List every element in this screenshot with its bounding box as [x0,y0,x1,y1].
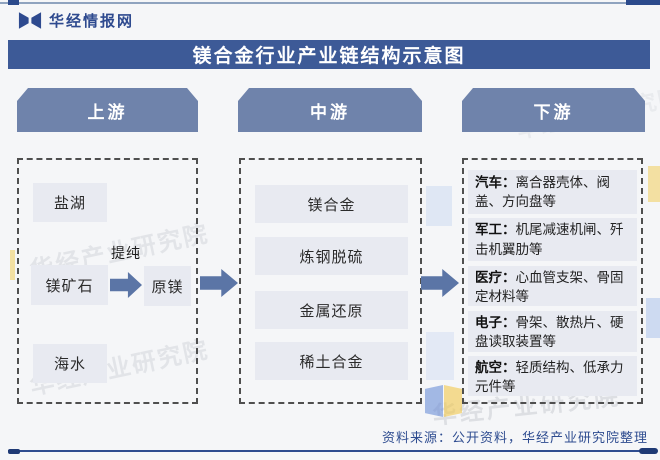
arrow-midstream-to-downstream-icon [421,269,459,297]
app-item-electronics-desc: 骨架、散热片、硬盘读取装置等 [475,315,624,350]
app-item-military-label: 军工： [475,222,516,238]
arrow-upstream-to-midstream-icon [200,269,238,297]
source-note: 资料来源：公开资料，华经产业研究院整理 [381,430,648,445]
watermark-book-blue-page [425,385,443,417]
node-magnesium-alloy: 镁合金 [255,185,408,223]
brand-name: 华经情报网 [49,13,135,30]
top-divider-line [0,2,660,4]
column-header-midstream-label: 中游 [310,102,350,122]
app-item-medical-desc: 心血管支架、骨固定材料等 [475,270,624,305]
node-steel-desulfurization: 炼钢脱硫 [255,237,408,275]
bottom-divider-cap-left [8,449,20,454]
upstream-panel [17,158,198,404]
column-header-upstream-label: 上游 [87,102,128,122]
page-title: 镁合金行业产业链结构示意图 [192,46,466,67]
bottom-divider-line [8,450,652,452]
brand-lockup: 华经情报网 [18,10,134,31]
watermark-fragment [426,332,454,380]
column-header-upstream: 上游 [17,88,198,132]
app-item-automotive: 汽车：离合器壳体、阀盖、方向盘等 [468,170,637,214]
app-item-military: 军工：机尾减速机闸、歼击机翼肋等 [468,218,637,261]
node-rare-earth-alloy: 稀土合金 [255,342,408,380]
app-item-aerospace-desc: 轻质结构、低承力元件等 [475,360,624,395]
app-item-medical: 医疗：心血管支架、骨固定材料等 [468,266,637,306]
column-header-downstream-label: 下游 [533,102,574,122]
app-item-electronics-label: 电子： [475,315,516,330]
app-item-electronics: 电子：骨架、散热片、硬盘读取装置等 [468,311,637,352]
top-divider-cap-left [8,0,19,5]
watermark-book-icon [425,383,463,419]
node-seawater: 海水 [33,344,107,383]
node-salt-lake: 盐湖 [33,183,107,222]
watermark-fragment [646,298,660,338]
node-magnesium-ore: 镁矿石 [31,265,108,305]
column-header-downstream: 下游 [462,88,645,132]
node-primary-magnesium: 原镁 [144,266,191,306]
watermark-fragment [648,166,660,202]
app-item-aerospace: 航空：轻质结构、低承力元件等 [468,356,637,396]
brand-logo-icon [18,12,42,29]
downstream-panel [462,158,643,404]
watermark-fragment [10,250,15,280]
app-item-automotive-desc: 离合器壳体、阀盖、方向盘等 [475,174,610,209]
column-header-midstream: 中游 [238,88,422,132]
watermark-fragment [426,186,452,226]
watermark-book-yellow-page [444,385,462,417]
process-label-purification: 提纯 [111,245,141,261]
top-divider-cap-right [626,0,660,5]
bottom-divider-cap-right [639,448,658,454]
node-metal-reduction: 金属还原 [255,291,408,329]
app-item-medical-label: 医疗： [475,270,516,285]
title-bar: 镁合金行业产业链结构示意图 [8,40,650,69]
app-item-aerospace-label: 航空： [475,360,516,375]
app-item-automotive-label: 汽车： [475,174,516,190]
app-item-military-desc: 机尾减速机闸、歼击机翼肋等 [475,222,624,257]
